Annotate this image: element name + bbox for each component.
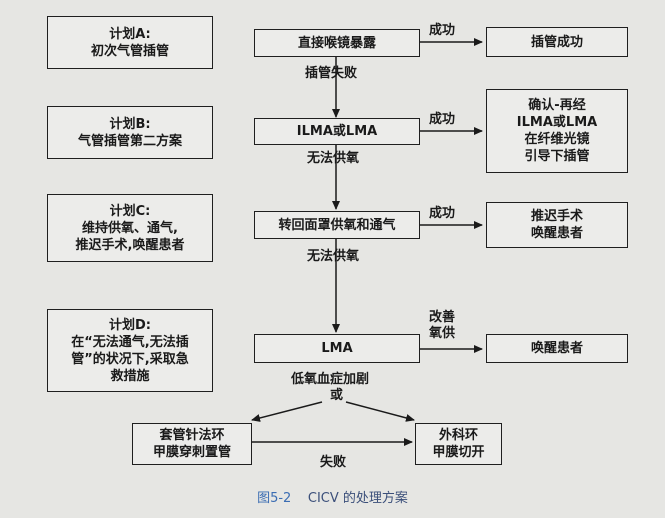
outcome-postpone-line: 推迟手术 xyxy=(530,209,583,224)
plan-b-line: 气管插管第二方案 xyxy=(77,133,182,149)
plan-c-line: 维持供氧、通气, xyxy=(82,220,178,236)
figure-title: CICV 的处理方案 xyxy=(307,491,408,506)
figure-caption: 图5-2 CICV 的处理方案 xyxy=(0,487,665,506)
label-improve-2: 氧供 xyxy=(429,326,456,341)
outcome-postpone-surgery: 推迟手术 唤醒患者 xyxy=(486,202,628,248)
plan-a-line: 初次气管插管 xyxy=(90,43,169,59)
outcome-postpone-line: 唤醒患者 xyxy=(530,226,583,241)
label-failed: 失败 xyxy=(320,455,347,470)
step-lma: LMA xyxy=(254,334,420,363)
plan-c-box: 计划C: 维持供氧、通气, 推迟手术,唤醒患者 xyxy=(47,194,213,262)
step-direct-laryngoscopy-label: 直接喉镜暴露 xyxy=(297,35,376,51)
label-no-oxygen-1: 无法供氧 xyxy=(307,151,360,166)
label-hypoxemia: 低氧血症加剧 xyxy=(291,372,370,387)
label-success-1: 成功 xyxy=(429,23,456,38)
step-mask-ventilation: 转回面罩供氧和通气 xyxy=(254,211,420,239)
outcome-confirm-reintubate: 确认-再经 ILMA或LMA 在纤维光镜 引导下插管 xyxy=(486,89,628,173)
plan-c-title: 计划C: xyxy=(109,203,151,219)
label-success-2: 成功 xyxy=(429,112,456,127)
arrow-to-surgical xyxy=(345,401,415,422)
arrow-to-needle xyxy=(251,401,323,422)
needle-cricothyrotomy-box: 套管针法环 甲膜穿刺置管 xyxy=(132,423,252,465)
step-lma-label: LMA xyxy=(321,341,353,356)
plan-b-title: 计划B: xyxy=(109,116,151,132)
surgical-line: 外科环 xyxy=(438,428,478,443)
outcome-confirm-line: 确认-再经 xyxy=(528,98,586,113)
plan-d-box: 计划D: 在“无法通气,无法插 管”的状况下,采取急 救措施 xyxy=(47,309,213,392)
plan-a-title: 计划A: xyxy=(109,26,151,42)
plan-a-box: 计划A: 初次气管插管 xyxy=(47,16,213,69)
label-improve-1: 改善 xyxy=(429,310,456,325)
plan-d-title: 计划D: xyxy=(109,317,151,333)
label-or: 或 xyxy=(330,388,344,403)
step-direct-laryngoscopy: 直接喉镜暴露 xyxy=(254,29,420,57)
surgical-cricothyrotomy-box: 外科环 甲膜切开 xyxy=(415,423,502,465)
step-mask-ventilation-label: 转回面罩供氧和通气 xyxy=(278,217,396,233)
plan-d-line: 管”的状况下,采取急 xyxy=(71,351,189,367)
outcome-intubation-success: 插管成功 xyxy=(486,27,628,57)
outcome-wake-patient-label: 唤醒患者 xyxy=(530,341,583,356)
figure-number: 图5-2 xyxy=(257,491,292,506)
plan-c-line: 推迟手术,唤醒患者 xyxy=(75,237,185,253)
outcome-confirm-line: ILMA或LMA xyxy=(516,115,598,130)
needle-line: 套管针法环 xyxy=(159,428,225,443)
step-ilma-lma-label: ILMA或LMA xyxy=(296,124,378,139)
outcome-wake-patient: 唤醒患者 xyxy=(486,334,628,363)
label-success-3: 成功 xyxy=(429,206,456,221)
label-no-oxygen-2: 无法供氧 xyxy=(307,249,360,264)
outcome-intubation-success-label: 插管成功 xyxy=(530,34,583,50)
step-ilma-lma: ILMA或LMA xyxy=(254,118,420,145)
surgical-line: 甲膜切开 xyxy=(432,445,485,460)
label-intubation-failed: 插管失败 xyxy=(305,66,358,81)
outcome-confirm-line: 在纤维光镜 xyxy=(524,132,590,147)
plan-d-line: 在“无法通气,无法插 xyxy=(71,334,189,350)
plan-d-line: 救措施 xyxy=(110,368,150,384)
plan-b-box: 计划B: 气管插管第二方案 xyxy=(47,106,213,159)
outcome-confirm-line: 引导下插管 xyxy=(524,149,590,164)
needle-line: 甲膜穿刺置管 xyxy=(152,445,231,460)
